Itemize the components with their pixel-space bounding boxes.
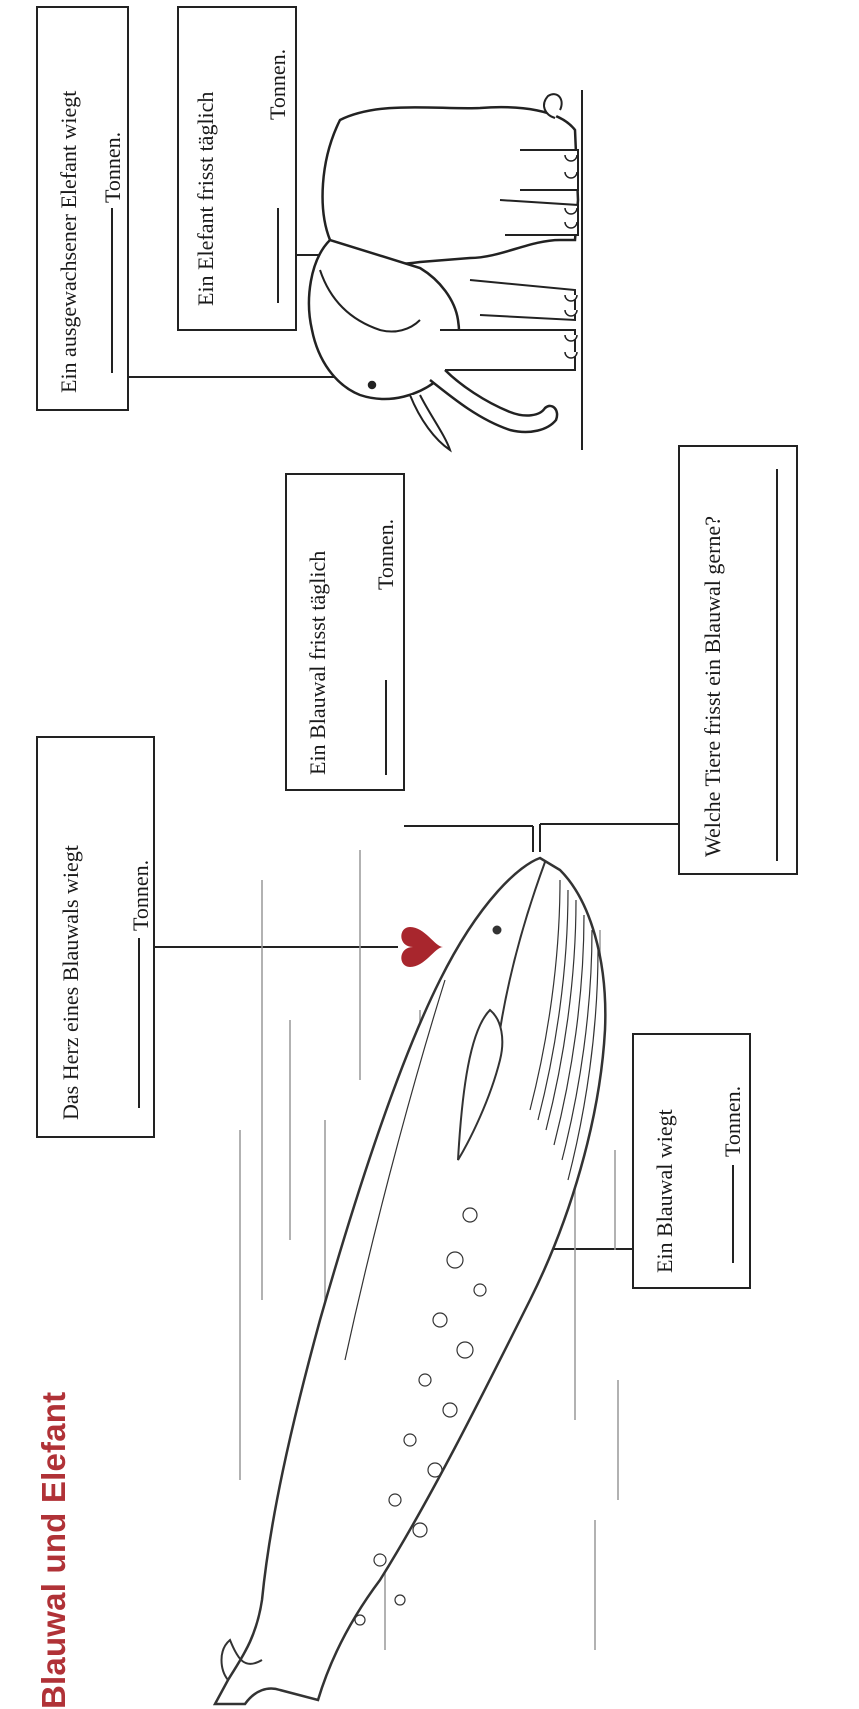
answer-blank-herz: [138, 938, 140, 1108]
answer-blank-elefant-gewicht: [111, 208, 113, 373]
text-elefant-nahrung-prompt: Ein Elefant frisst täglich: [193, 92, 219, 306]
box-blauwal-gewicht: Ein Blauwal wiegt Tonnen.: [632, 1033, 751, 1289]
whale-illustration: [215, 850, 618, 1704]
text-blauwal-gewicht-unit: Tonnen.: [720, 1086, 746, 1157]
text-elefant-gewicht-unit: Tonnen.: [100, 132, 126, 203]
box-blauwal-nahrung: Ein Blauwal frisst täglich Tonnen.: [285, 473, 405, 791]
answer-blank-blauwal-tiere: [776, 469, 778, 861]
text-blauwal-nahrung-prompt: Ein Blauwal frisst täglich: [305, 551, 331, 775]
answer-blank-blauwal-gewicht: [732, 1165, 734, 1263]
elephant-illustration: [309, 90, 582, 450]
text-elefant-gewicht-prompt: Ein ausgewachsener Elefant wiegt: [56, 91, 82, 393]
text-blauwal-gewicht-prompt: Ein Blauwal wiegt: [652, 1109, 678, 1273]
text-herz-prompt: Das Herz eines Blauwals wiegt: [58, 845, 84, 1120]
text-blauwal-nahrung-unit: Tonnen.: [373, 519, 399, 590]
answer-blank-elefant-nahrung: [277, 208, 279, 303]
text-blauwal-tiere-prompt: Welche Tiere frisst ein Blauwal gerne?: [700, 516, 726, 857]
box-blauwal-tiere: Welche Tiere frisst ein Blauwal gerne?: [678, 445, 798, 875]
answer-blank-blauwal-nahrung: [385, 680, 387, 775]
text-elefant-nahrung-unit: Tonnen.: [265, 49, 291, 120]
box-elefant-gewicht: Ein ausgewachsener Elefant wiegt Tonnen.: [36, 6, 129, 411]
heart-icon: [401, 927, 443, 967]
text-herz-unit: Tonnen.: [128, 860, 154, 931]
box-elefant-nahrung: Ein Elefant frisst täglich Tonnen.: [177, 6, 297, 331]
box-herz: Das Herz eines Blauwals wiegt Tonnen.: [36, 736, 155, 1138]
